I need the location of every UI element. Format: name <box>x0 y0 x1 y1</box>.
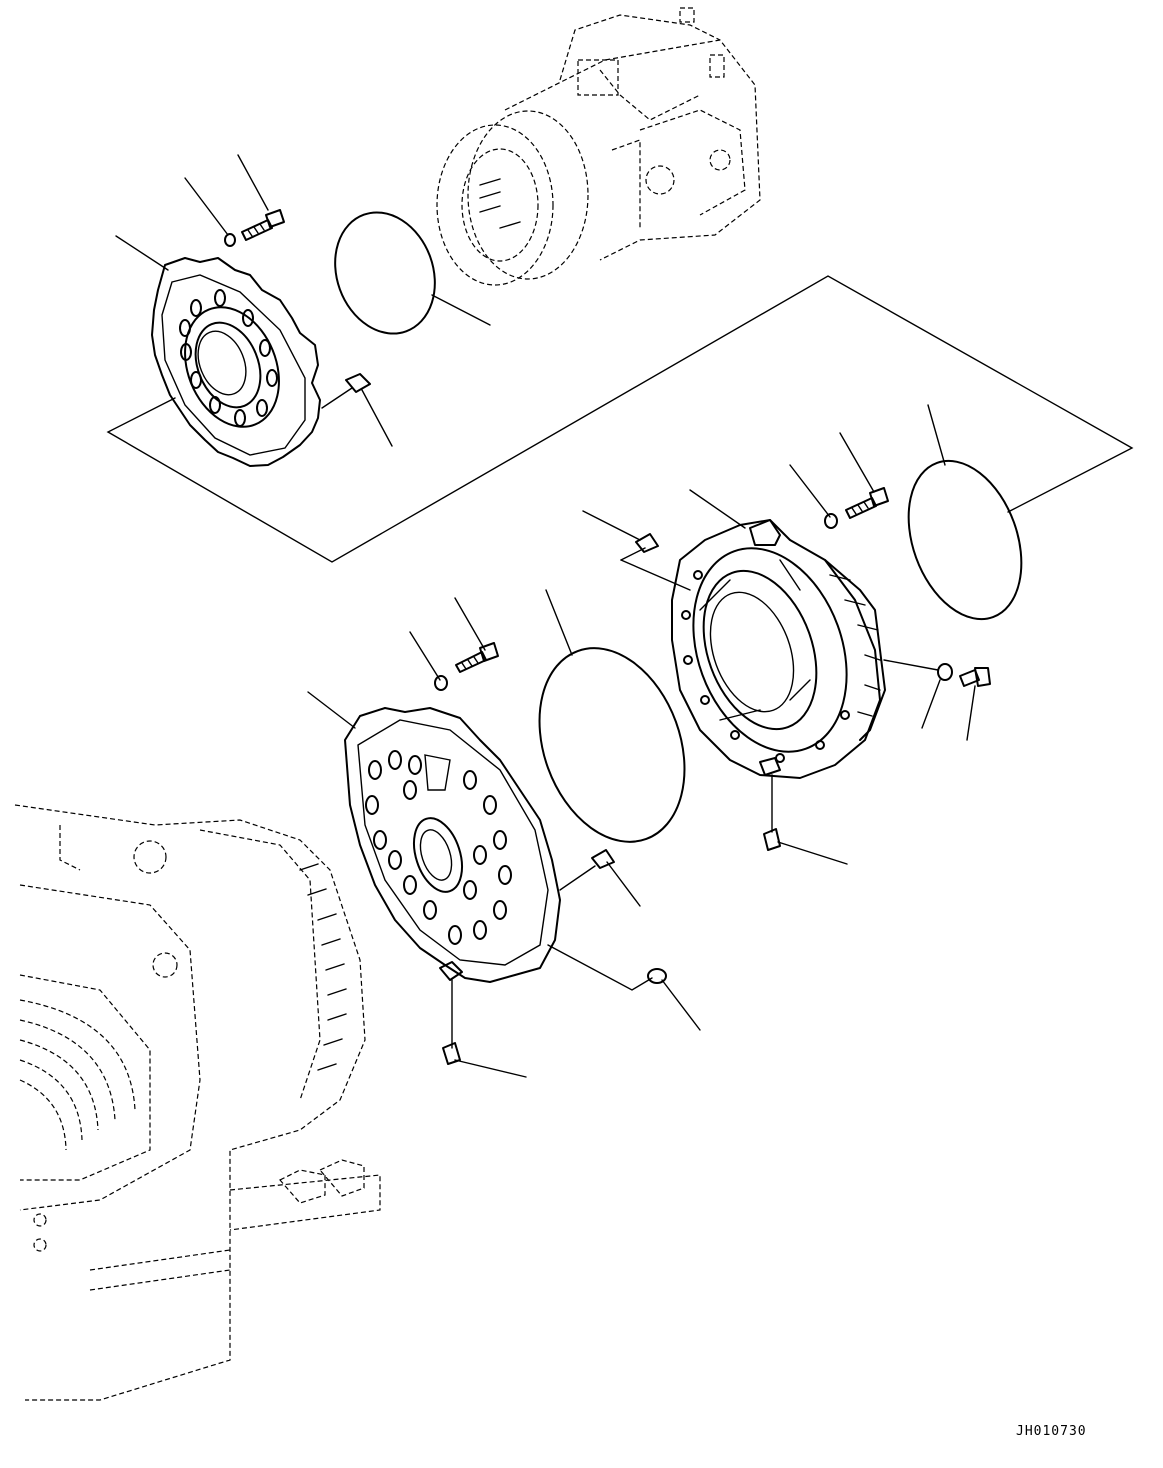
middle-plug-bottom <box>442 1042 461 1065</box>
middle-o-ring <box>538 647 686 843</box>
upper-flange-bolt <box>241 209 285 241</box>
cover-bolt-holes <box>365 750 512 945</box>
housing-plug-top <box>635 533 659 553</box>
middle-oval-seal <box>647 968 667 984</box>
transmission-housing-reference <box>14 804 381 1401</box>
upper-adapter-flange <box>151 257 321 467</box>
flange-bolt-holes <box>179 289 278 427</box>
leader-lines <box>115 154 976 1078</box>
middle-cover-bolt <box>455 642 499 673</box>
pump-assembly-reference <box>436 7 761 286</box>
middle-cover-washer <box>434 675 448 691</box>
housing-bolt-holes <box>681 570 850 763</box>
housing-small-seal <box>937 663 953 681</box>
drawing-code-label: JH010730 <box>1016 1424 1087 1439</box>
grouping-lines <box>106 275 1134 1049</box>
right-housing-bolt <box>845 487 889 519</box>
right-housing-washer <box>824 513 838 529</box>
upper-flange-washer <box>224 233 236 247</box>
middle-cover-plate <box>344 707 561 983</box>
right-bearing-housing <box>671 519 886 779</box>
housing-side-bolt <box>959 667 991 687</box>
middle-plug-right <box>591 849 615 869</box>
right-o-ring <box>907 459 1023 621</box>
upper-o-ring <box>334 211 436 335</box>
